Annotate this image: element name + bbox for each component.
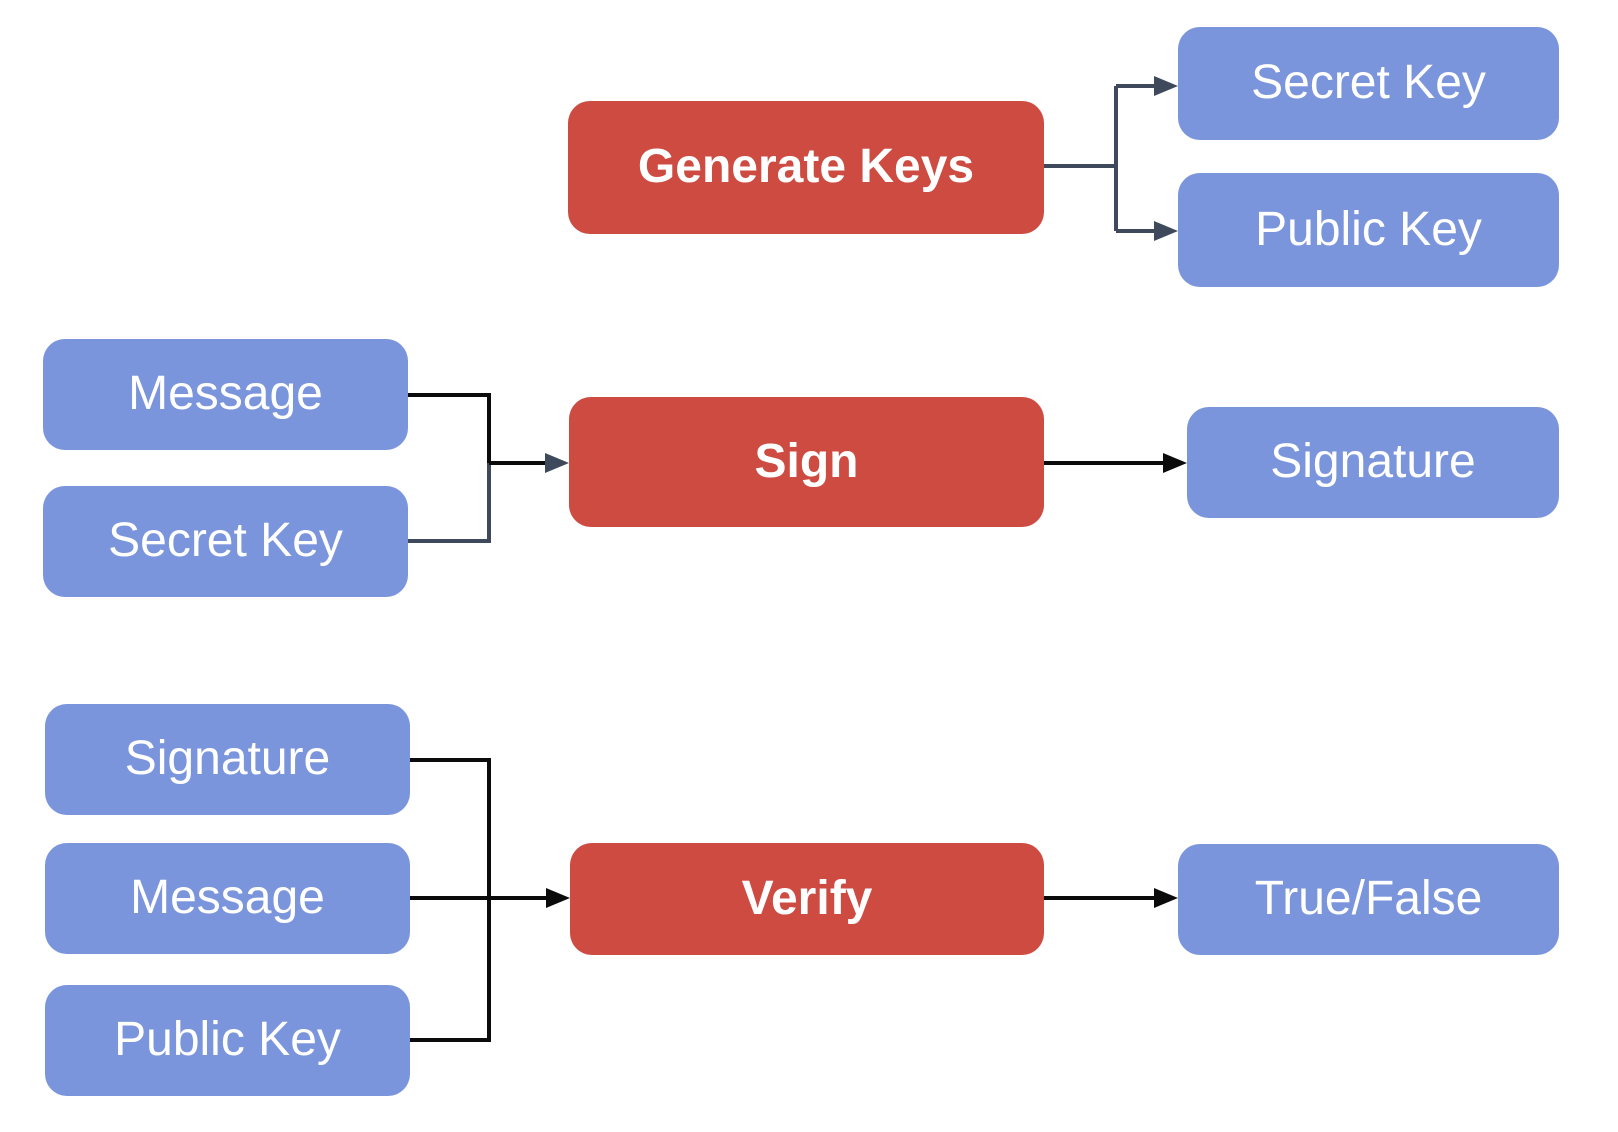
node-message-verify-input: Message bbox=[45, 843, 410, 954]
node-public-key-verify-input: Public Key bbox=[45, 985, 410, 1096]
node-signature-output-label: Signature bbox=[1270, 435, 1476, 489]
node-public-key-output: Public Key bbox=[1178, 173, 1559, 287]
node-public-key-verify-input-label: Public Key bbox=[114, 1013, 341, 1067]
node-true-false-label: True/False bbox=[1254, 872, 1483, 926]
node-secret-key-sign-input: Secret Key bbox=[43, 486, 408, 597]
node-public-key-output-label: Public Key bbox=[1255, 202, 1482, 256]
node-verify: Verify bbox=[570, 843, 1044, 955]
node-true-false: True/False bbox=[1178, 844, 1559, 955]
node-secret-key-output: Secret Key bbox=[1178, 27, 1559, 140]
node-signature-output: Signature bbox=[1187, 407, 1559, 518]
node-message-sign-input: Message bbox=[43, 339, 408, 450]
node-signature-verify-input-label: Signature bbox=[124, 732, 331, 786]
node-message-verify-input-label: Message bbox=[130, 871, 325, 925]
node-verify-label: Verify bbox=[741, 871, 873, 925]
node-secret-key-output-label: Secret Key bbox=[1251, 56, 1486, 110]
node-message-sign-input-label: Message bbox=[128, 367, 323, 421]
edge-secret-key-to-sign-junction bbox=[408, 463, 491, 543]
edge-generate-keys-branch bbox=[1044, 86, 1118, 231]
node-generate-keys: Generate Keys bbox=[568, 101, 1044, 234]
edge-message-to-sign-junction bbox=[408, 393, 491, 463]
node-sign-label: Sign bbox=[754, 434, 859, 488]
node-sign: Sign bbox=[569, 397, 1044, 527]
node-signature-verify-input: Signature bbox=[45, 704, 410, 815]
node-secret-key-sign-input-label: Secret Key bbox=[108, 514, 343, 568]
node-generate-keys-label: Generate Keys bbox=[637, 140, 975, 194]
